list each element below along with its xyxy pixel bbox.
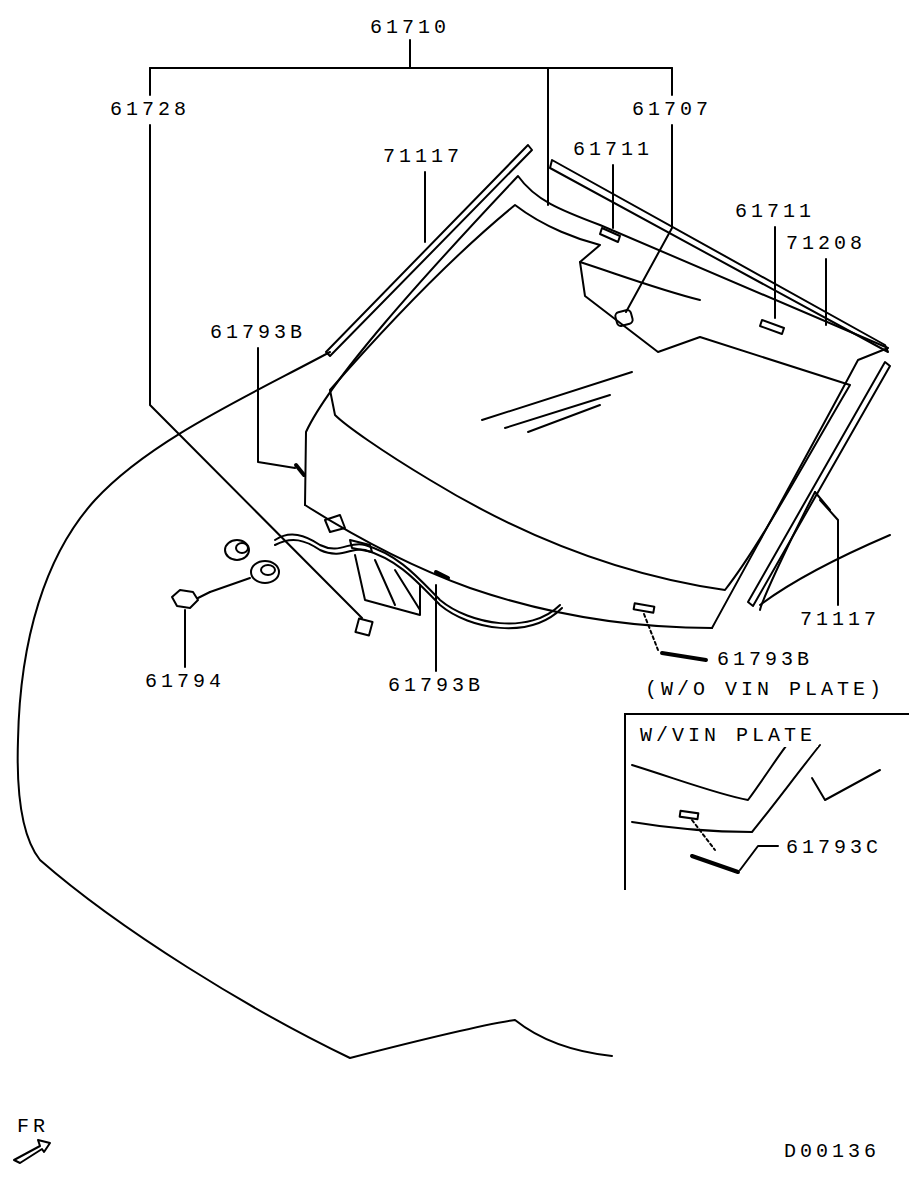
callout-number: 61711 [733,201,817,223]
callout-number: 61793B [386,675,486,697]
callout-number: D00136 [782,1141,882,1163]
callout-number: 61710 [368,17,452,39]
callout-number: 71117 [798,609,882,631]
inset-heading: W/VIN PLATE [638,725,818,747]
callout-number: FR [15,1116,51,1138]
callout-number: 71208 [784,233,868,255]
callout-number: 61794 [143,671,227,693]
callout-number: 61793C [784,837,884,859]
callout-number: 61793B [715,649,815,671]
callout-number: 71117 [381,146,465,168]
callout-number: 61728 [108,99,192,121]
callout-number: 61707 [630,99,714,121]
inset-panel: W/VIN PLATE 61793C [624,713,909,890]
callout-number: (W/O VIN PLATE) [643,679,887,701]
callout-number: 61793B [208,322,308,344]
callout-number: 61711 [571,139,655,161]
